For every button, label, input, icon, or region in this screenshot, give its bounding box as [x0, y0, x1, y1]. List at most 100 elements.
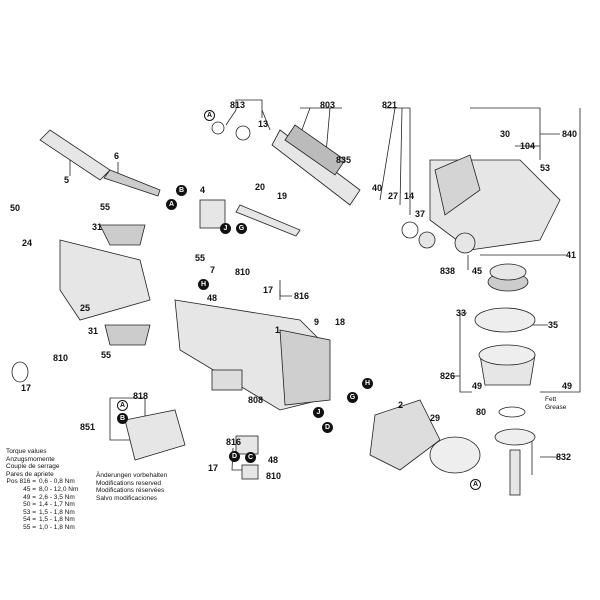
part-number-callout: 821 [382, 100, 398, 110]
plug-cable [39, 129, 161, 197]
guard [429, 436, 481, 474]
connection-marker: J [220, 223, 231, 234]
handle-cover [59, 224, 151, 346]
part-number-callout: 35 [548, 320, 559, 330]
mod-en: Modifications reserved [96, 479, 162, 487]
part-number-callout: 20 [255, 182, 266, 192]
part-number-callout: 810 [235, 267, 251, 277]
part-number-callout: 13 [258, 119, 269, 129]
part-number-callout: 45 [472, 266, 483, 276]
part-number-callout: 31 [92, 222, 103, 232]
torque-value: 8,0 - 12,0 Nm [39, 485, 79, 493]
connection-marker: A [166, 199, 177, 210]
part-number-callout: 818 [133, 391, 149, 401]
small-parts [11, 121, 476, 383]
torque-row: 55 =1,0 - 1,8 Nm [6, 524, 90, 532]
torque-value: 2,6 - 3,5 Nm [39, 493, 75, 501]
part-number-callout: 2 [398, 400, 404, 410]
part-number-callout: 24 [22, 238, 33, 248]
connection-marker: C [245, 452, 256, 463]
part-number-callout: 31 [88, 326, 99, 336]
motor-housing [174, 299, 331, 411]
part-number-callout: 48 [207, 293, 218, 303]
part-number-callout: 838 [440, 266, 456, 276]
part-number-callout: 810 [266, 471, 282, 481]
mod-es: Salvo modificaciones [96, 494, 158, 502]
torque-position: 49 = [23, 493, 36, 501]
torque-title-es: Pares de apriete [6, 470, 54, 478]
part-number-callout: 30 [500, 129, 511, 139]
part-number-callout: 9 [314, 317, 320, 327]
connection-marker: J [313, 407, 324, 418]
mod-de: Änderungen vorbehalten [96, 472, 168, 479]
part-number-callout: 80 [476, 407, 487, 417]
part-number-callout: 832 [556, 452, 572, 462]
torque-position: Pos 816 = [6, 478, 36, 486]
part-number-callout: 17 [21, 383, 32, 393]
part-number-callout: 17 [263, 285, 274, 295]
part-number-callout: 27 [388, 191, 399, 201]
flange-nut-spindle [494, 406, 536, 496]
torque-values-table: Torque values Anzugsmomente Couple de se… [6, 448, 90, 532]
connection-marker: H [198, 279, 209, 290]
part-number-callout: 816 [294, 291, 310, 301]
grease-de: Fett [545, 396, 557, 403]
part-number-callout: 5 [64, 175, 70, 185]
part-number-callout: 835 [336, 155, 352, 165]
part-number-callout: 33 [456, 308, 467, 318]
part-number-callout: 4 [200, 185, 206, 195]
part-number-callout: 48 [268, 455, 279, 465]
part-number-callout: 14 [404, 191, 415, 201]
torque-row: 45 =8,0 - 12,0 Nm [6, 486, 90, 494]
torque-row: 49 =2,6 - 3,5 Nm [6, 494, 90, 502]
part-number-callout: 53 [540, 163, 551, 173]
part-number-callout: 49 [562, 381, 573, 391]
connection-marker: G [347, 392, 358, 403]
switch-module [124, 409, 259, 480]
torque-value: 0,6 - 0,8 Nm [39, 478, 75, 486]
part-number-callout: 18 [335, 317, 346, 327]
torque-position: 50 = [23, 501, 36, 509]
connection-marker: H [362, 378, 373, 389]
torque-position: 53 = [23, 508, 36, 516]
connection-marker: G [236, 223, 247, 234]
connection-marker: D [322, 422, 333, 433]
part-number-callout: 6 [114, 151, 120, 161]
torque-row: 54 =1,5 - 1,8 Nm [6, 516, 90, 524]
part-number-callout: 1 [275, 325, 281, 335]
torque-title-fr: Couple de serrage [6, 463, 60, 471]
torque-row: 53 =1,5 - 1,8 Nm [6, 509, 90, 517]
connection-marker: B [176, 185, 187, 196]
part-number-callout: 50 [10, 203, 21, 213]
part-number-callout: 19 [277, 191, 288, 201]
connection-marker: A [117, 400, 128, 411]
connection-marker: A [204, 110, 215, 121]
torque-value: 1,0 - 1,8 Nm [39, 523, 75, 531]
torque-value: 1,5 - 1,8 Nm [39, 508, 75, 516]
connection-marker: A [470, 479, 481, 490]
bearing-flange [474, 307, 536, 386]
connection-marker: B [117, 413, 128, 424]
part-number-callout: 25 [80, 303, 91, 313]
part-number-callout: 7 [210, 265, 216, 275]
grease-en: Grease [545, 403, 567, 411]
torque-row: 50 =1,4 - 1,7 Nm [6, 501, 90, 509]
part-number-callout: 17 [208, 463, 219, 473]
part-number-callout: 808 [248, 395, 264, 405]
torque-title-en: Torque values [6, 448, 47, 455]
torque-value: 1,5 - 1,8 Nm [39, 516, 75, 524]
part-number-callout: 55 [100, 202, 111, 212]
connection-marker: D [229, 451, 240, 462]
part-number-callout: 840 [562, 129, 578, 139]
torque-title-de: Anzugsmomente [6, 455, 55, 463]
part-number-callout: 104 [520, 141, 536, 151]
part-number-callout: 826 [440, 371, 456, 381]
part-number-callout: 29 [430, 413, 441, 423]
part-number-callout: 40 [372, 183, 383, 193]
bevel-gear [487, 263, 529, 292]
part-number-callout: 851 [80, 422, 96, 432]
part-number-callout: 816 [226, 437, 242, 447]
armature [271, 124, 361, 206]
